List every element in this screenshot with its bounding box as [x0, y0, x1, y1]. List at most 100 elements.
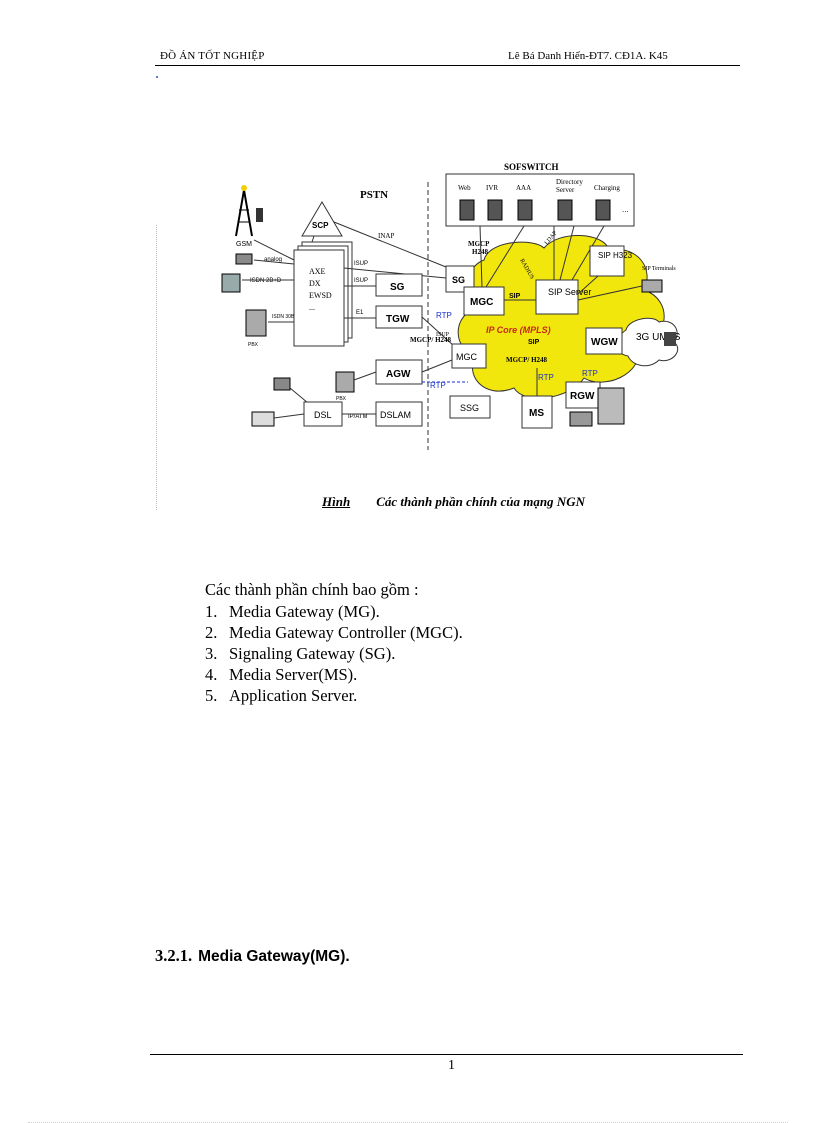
inap-label: INAP [378, 232, 394, 240]
scp-label: SCP [312, 221, 329, 230]
dsl-box [303, 401, 343, 427]
pbx-icon-2 [335, 371, 355, 393]
e1-label: E1 [356, 310, 364, 316]
wgw-label: WGW [591, 337, 618, 348]
pbx-icon [245, 309, 267, 337]
mgcp-h248-left: MGCP/ H248 [410, 336, 452, 344]
margin-guide [156, 225, 157, 510]
sip-label-core: SIP [528, 339, 540, 346]
mgcp-label: MGCP [468, 240, 490, 248]
rtp-label-rgw: RTP [582, 369, 598, 378]
header-rule [155, 65, 740, 66]
sg-label-left: SG [390, 282, 405, 293]
exchange-label: EWSD [309, 291, 332, 300]
section-number: 3.2.1. [155, 946, 193, 965]
isup-label-top: ISUP [354, 261, 368, 267]
header-left: ĐỒ ÁN TỐT NGHIỆP [160, 50, 265, 62]
building-icon [597, 387, 625, 425]
sg-box-left [375, 273, 423, 297]
dsl-label: DSL [314, 410, 332, 420]
list-item: 1.Media Gateway (MG). [205, 602, 380, 621]
dslam-box [375, 401, 423, 427]
rtp-label-tgw: RTP [436, 311, 452, 320]
rgw-label: RGW [570, 391, 595, 402]
exchange-labels: AXE DX EWSD... [309, 267, 332, 312]
figure-caption: Hình Các thành phần chính của mạng NGN [322, 494, 585, 510]
ssg-label: SSG [460, 403, 479, 413]
list-item: 2.Media Gateway Controller (MGC). [205, 623, 463, 642]
list-item: 4.Media Server(MS). [205, 665, 358, 684]
ms-box [521, 395, 553, 429]
footer-rule [150, 1054, 743, 1055]
ip-core-cloud [457, 235, 665, 399]
home-device-icon [569, 411, 593, 427]
mgc-label-mid: MGC [456, 352, 477, 362]
ip-atm-label: IP/ATM [348, 414, 368, 420]
umts-cloud: 3G UMTS [616, 317, 681, 367]
caption-label: Hình [322, 494, 351, 509]
sg-box-right [445, 265, 475, 293]
isdn-30bd-label: ISDN 30B+D [272, 314, 301, 320]
sip-label-mgc: SIP [509, 293, 521, 300]
pbx-label-2: PBX [336, 396, 347, 402]
pstn-label: PSTN [360, 189, 388, 201]
server-label: Server [556, 186, 575, 194]
softswitch-title: SOFSWITCH [504, 162, 559, 172]
component-list: 1.Media Gateway (MG). 2.Media Gateway Co… [205, 601, 463, 706]
wgw-box [585, 327, 623, 355]
dslam-label: DSLAM [380, 410, 411, 420]
ip-core-label: IP Core (MPLS) [486, 325, 551, 335]
exchange-label: ... [309, 303, 315, 312]
mgc-box-top [463, 286, 505, 316]
umts-label: 3G UMTS [636, 332, 681, 343]
gsm-label: GSM [236, 241, 252, 248]
page-number: 1 [448, 1058, 455, 1073]
exchange-stack [293, 241, 353, 347]
softswitch-more: ... [622, 205, 629, 214]
server-label: IVR [486, 184, 498, 192]
h248-label: H248 [472, 248, 488, 256]
isup-label-diag: ISUP [436, 332, 450, 338]
server-icon [517, 199, 533, 221]
ms-label: MS [529, 408, 544, 419]
analog-label: analog [264, 257, 282, 263]
laptop-icon [251, 411, 275, 427]
intro-text: Các thành phần chính bao gồm : [205, 580, 419, 599]
header-right: Lê Bá Danh Hiển-ĐT7. CĐ1A. K45 [508, 50, 668, 62]
rtp-label-agw: RTP [430, 381, 446, 390]
pbx-label: PBX [248, 342, 259, 348]
isdn-2bd-label: ISDN 2B+D [250, 278, 282, 284]
phone-icon [235, 253, 253, 265]
server-icon [487, 199, 503, 221]
ssg-box [449, 395, 491, 419]
server-label: Charging [594, 184, 620, 192]
server-icon [595, 199, 611, 221]
sip-terminals-label: SIP Terminals [642, 266, 676, 272]
server-label: AAA [516, 184, 531, 192]
server-label: Web [458, 184, 471, 192]
server-label: Directory [556, 178, 583, 186]
ngn-diagram: 3G UMTS SOFSWITCH Web IVR AAA DirectoryServ… [221, 162, 681, 450]
isup-label-mid: ISUP [354, 278, 368, 284]
list-item: 5.Application Server. [205, 686, 358, 705]
list-item: 3.Signaling Gateway (SG). [205, 644, 396, 663]
sip-server-box [535, 279, 579, 315]
server-icon [459, 199, 475, 221]
exchange-label: AXE [309, 267, 326, 276]
sg-label-right: SG [452, 275, 465, 285]
sip-h323-label: SIP H323 [598, 251, 633, 260]
mobile-icon [664, 332, 676, 346]
tgw-label: TGW [386, 314, 410, 325]
marker-dot [156, 76, 158, 78]
mgcp-h248-right: MGCP/ H248 [506, 356, 548, 364]
agw-label: AGW [386, 369, 411, 380]
scp-triangle [301, 201, 343, 237]
sip-terminal-icon [641, 279, 663, 293]
exchange-label: DX [309, 279, 321, 288]
server-icon [557, 199, 573, 221]
sip-server-label: SIP Server [548, 287, 591, 297]
mgc-label-top: MGC [470, 297, 493, 308]
gsm-tower-icon [235, 185, 263, 237]
isdn-terminal-icon [221, 273, 241, 293]
